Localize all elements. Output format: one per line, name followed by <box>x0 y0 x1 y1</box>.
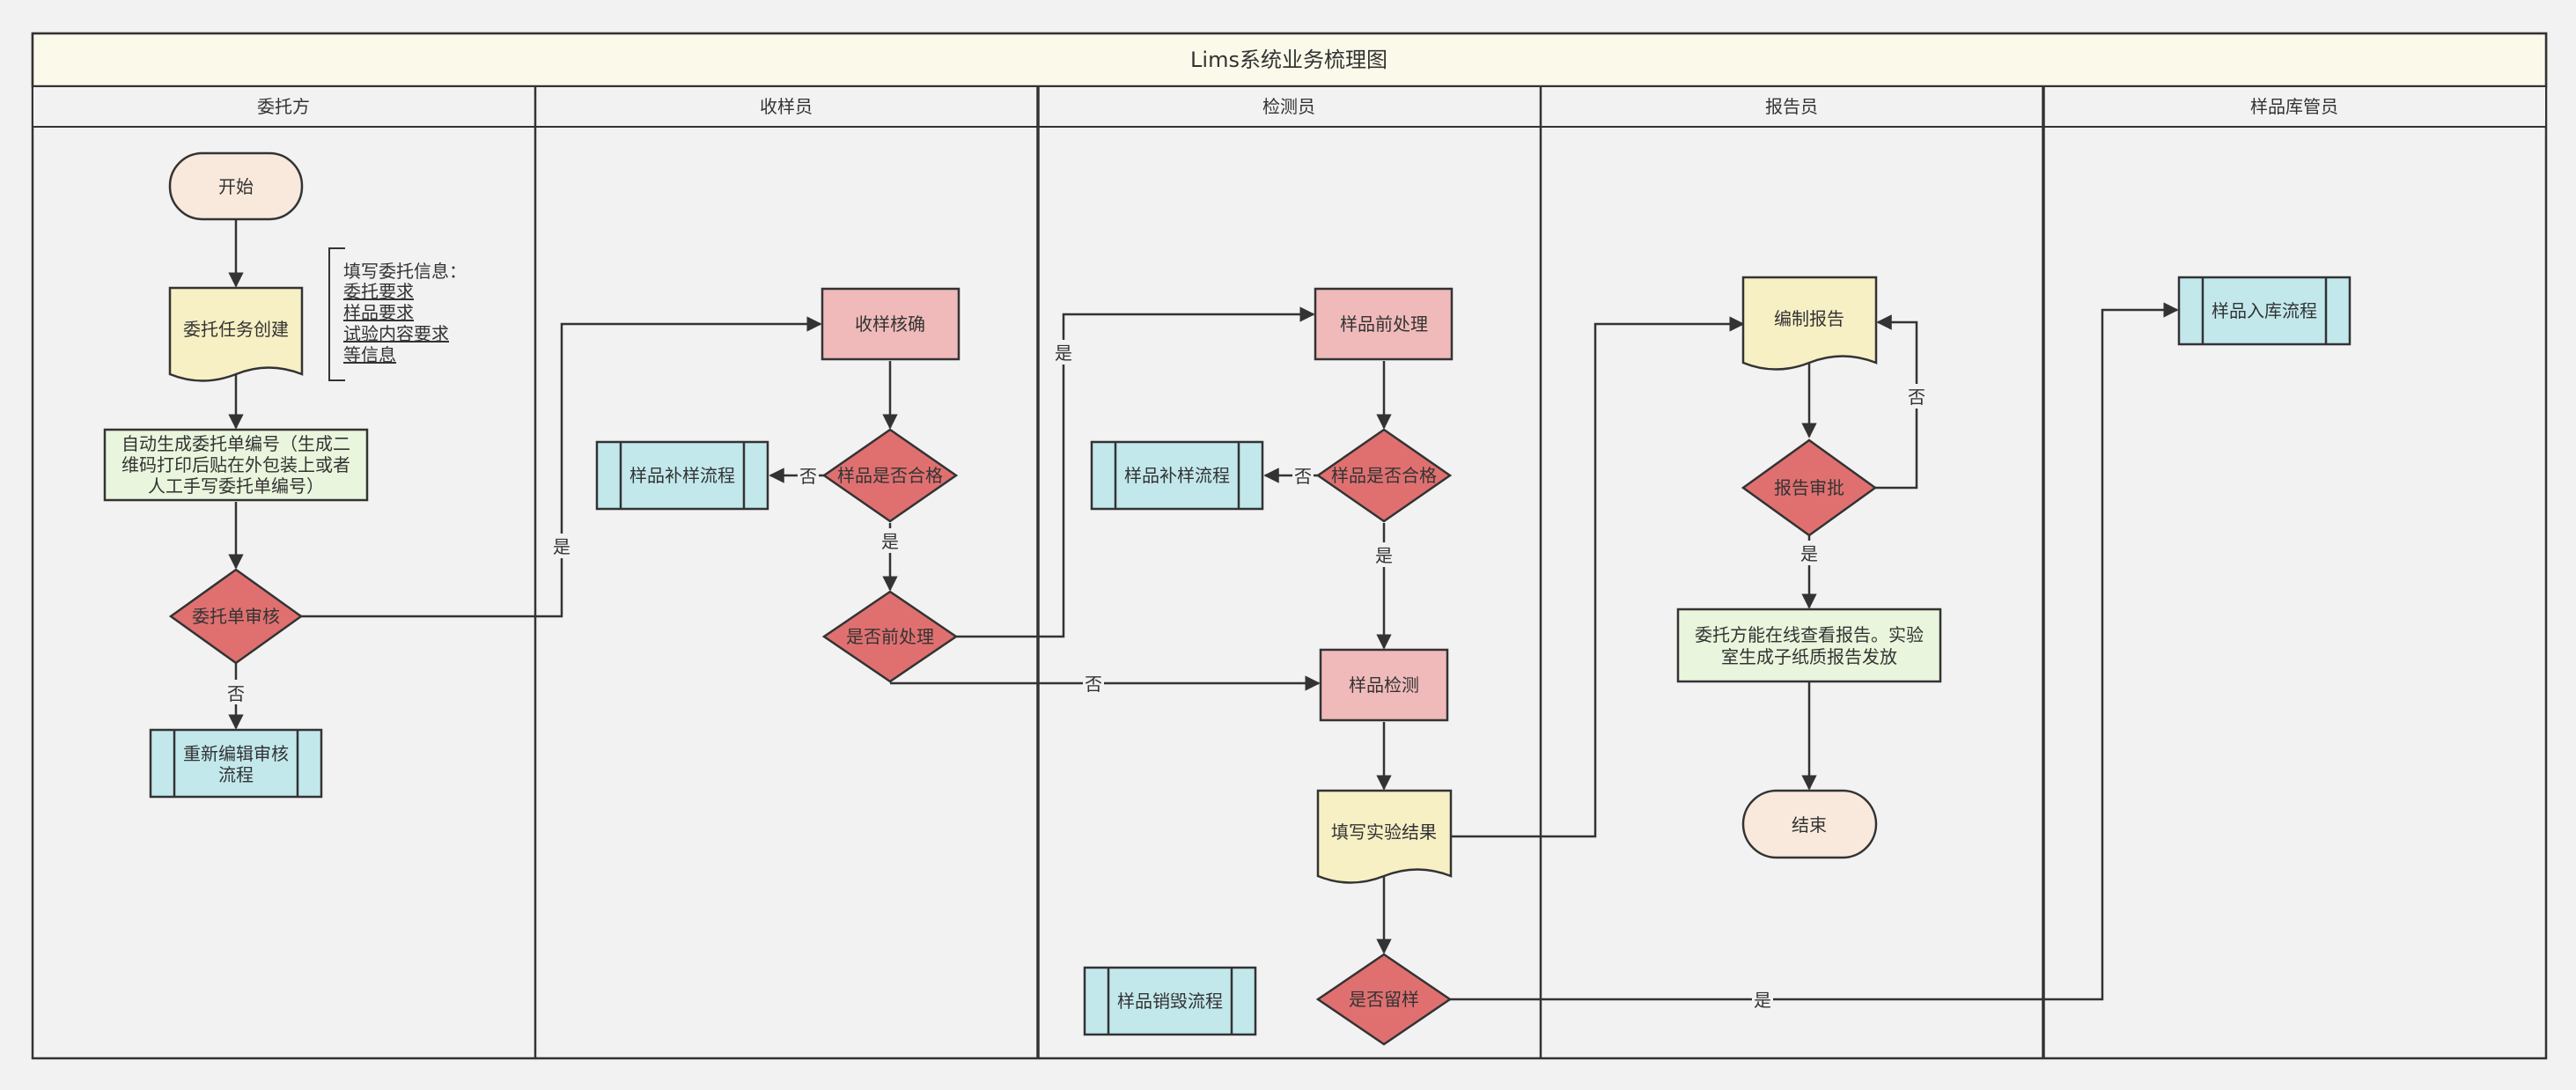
pre-process-label: 样品前处理 <box>1340 313 1428 335</box>
supplement-1-label: 样品补样流程 <box>629 465 735 486</box>
report-review-decision: 报告审批 <box>1741 438 1878 537</box>
start-terminal: 开始 <box>168 151 304 221</box>
lane-label-tester: 检测员 <box>1262 96 1315 117</box>
receive-confirm-process: 收样核确 <box>821 287 960 361</box>
lane-label-storekeeper: 样品库管员 <box>2250 96 2338 117</box>
note-item-1: 委托要求 <box>343 281 414 302</box>
lane-label-reporter: 报告员 <box>1765 96 1818 117</box>
edge-label-review-no: 否 <box>227 683 245 704</box>
edge-label-ok1-yes: 是 <box>881 531 899 552</box>
edge-label-keep-yes: 是 <box>1754 990 1771 1011</box>
sample-ok-2-label: 样品是否合格 <box>1331 465 1437 486</box>
storage-subprocess: 样品入库流程 <box>2177 276 2352 346</box>
lane-header-row <box>32 85 2547 128</box>
end-label: 结束 <box>1792 814 1827 836</box>
start-label: 开始 <box>218 176 254 197</box>
pre-process-question-decision: 是否前处理 <box>821 590 959 683</box>
supplement-2-subprocess: 样品补样流程 <box>1090 440 1264 511</box>
make-report-document: 编制报告 <box>1741 276 1878 371</box>
create-task-document: 委托任务创建 <box>168 286 304 382</box>
re-edit-subprocess: 重新编辑审核 流程 <box>149 728 323 799</box>
edge-label-approve-no: 否 <box>1908 387 1925 408</box>
lane-label-client: 委托方 <box>257 96 310 117</box>
edge-label-ok2-yes: 是 <box>1375 545 1393 566</box>
lane-label-receiver: 收样员 <box>760 96 813 117</box>
supplement-2-label: 样品补样流程 <box>1124 465 1230 486</box>
edge-label-preq-yes: 是 <box>1055 342 1072 364</box>
edge-label-approve-yes: 是 <box>1800 543 1818 564</box>
sample-test-label: 样品检测 <box>1349 674 1419 696</box>
diagram-title: Lims系统业务梳理图 <box>1190 48 1387 72</box>
storage-label: 样品入库流程 <box>2212 300 2317 321</box>
edge-label-review-yes: 是 <box>553 536 570 557</box>
make-report-label: 编制报告 <box>1774 308 1844 329</box>
report-view-line-1: 委托方能在线查看报告。实验 <box>1695 624 1924 645</box>
sample-ok-1-label: 样品是否合格 <box>837 465 943 486</box>
auto-number-line-3: 人工手写委托单编号） <box>148 475 324 497</box>
sample-ok-1-decision: 样品是否合格 <box>821 428 959 523</box>
pre-process-process: 样品前处理 <box>1314 287 1454 361</box>
receive-confirm-label: 收样核确 <box>855 313 925 335</box>
note-item-4: 等信息 <box>343 344 396 365</box>
report-view-process: 委托方能在线查看报告。实验 室生成子纸质报告发放 <box>1676 608 1942 683</box>
keep-sample-label: 是否留样 <box>1349 989 1419 1010</box>
note-title: 填写委托信息： <box>343 261 467 282</box>
note-item-2: 样品要求 <box>343 302 414 323</box>
auto-number-line-1: 自动生成委托单编号（生成二 <box>121 433 350 454</box>
pre-process-question-label: 是否前处理 <box>846 626 934 647</box>
title-bar <box>31 32 2548 88</box>
auto-number-line-2: 维码打印后贴在外包装上或者 <box>121 454 350 475</box>
order-review-label: 委托单审核 <box>192 606 280 627</box>
note-annotation: 填写委托信息： 委托要求 样品要求 试验内容要求 等信息 <box>343 261 467 365</box>
supplement-1-subprocess: 样品补样流程 <box>595 440 769 511</box>
edge-label-ok2-no: 否 <box>1294 466 1312 487</box>
fill-result-label: 填写实验结果 <box>1331 821 1437 843</box>
auto-number-process: 自动生成委托单编号（生成二 维码打印后贴在外包装上或者 人工手写委托单编号） <box>103 428 369 502</box>
destroy-subprocess: 样品销毁流程 <box>1083 966 1257 1036</box>
edge-label-preq-no: 否 <box>1085 674 1102 695</box>
end-terminal: 结束 <box>1741 789 1878 859</box>
edge-label-ok1-no: 否 <box>799 466 817 487</box>
re-edit-line-2: 流程 <box>218 764 254 785</box>
report-review-label: 报告审批 <box>1774 477 1844 498</box>
note-item-3: 试验内容要求 <box>343 323 449 344</box>
pool-frame <box>31 32 2548 1060</box>
keep-sample-decision: 是否留样 <box>1315 953 1453 1046</box>
destroy-label: 样品销毁流程 <box>1117 991 1223 1012</box>
order-review-decision: 委托单审核 <box>168 568 304 665</box>
fill-result-document: 填写实验结果 <box>1316 789 1453 884</box>
report-view-line-2: 室生成子纸质报告发放 <box>1721 646 1897 667</box>
sample-ok-2-decision: 样品是否合格 <box>1315 428 1453 523</box>
sample-test-process: 样品检测 <box>1319 648 1449 722</box>
re-edit-line-1: 重新编辑审核 <box>183 743 289 764</box>
create-task-label: 委托任务创建 <box>183 319 289 340</box>
